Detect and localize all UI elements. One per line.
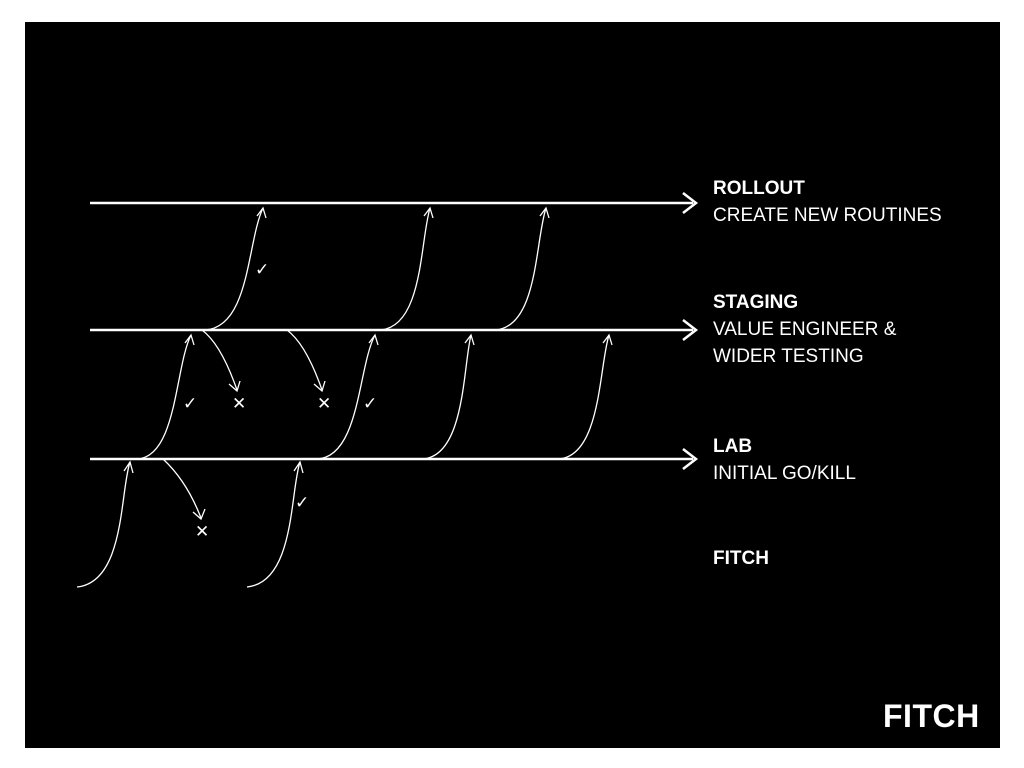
stage-rollout-label: ROLLOUT CREATE NEW ROUTINES — [713, 175, 942, 229]
stage-description: VALUE ENGINEER & WIDER TESTING — [713, 319, 897, 367]
lab-to-staging-3-arrowhead-icon — [464, 333, 475, 346]
kill-drop-staging-1 — [201, 329, 238, 391]
lab-arrowhead-icon — [682, 448, 699, 470]
lab-to-staging-1-arrowhead-icon — [184, 333, 195, 346]
lab-to-staging-3 — [421, 334, 472, 460]
lab-to-staging-2 — [316, 334, 376, 460]
stage-gate-diagram: ✓ ✓ ✓ ✓ ✕ ✕ ✕ — [76, 192, 699, 588]
entry-curve-2-arrowhead-icon — [293, 460, 304, 474]
staging-arrowhead-icon — [682, 319, 699, 341]
kill-drop-staging-1-arrowhead-icon — [228, 380, 241, 393]
entry-curve-2 — [246, 461, 301, 588]
staging-to-rollout-3-arrowhead-icon — [539, 206, 550, 219]
staging-to-rollout-1-arrowhead-icon — [256, 206, 267, 219]
cross-icon: ✕ — [317, 394, 331, 414]
kill-drop-lab-1-arrowhead-icon — [192, 508, 206, 521]
check-icon: ✓ — [183, 394, 197, 414]
entry-curve-1 — [76, 461, 131, 588]
cross-icon: ✕ — [195, 522, 209, 542]
lab-to-staging-2-arrowhead-icon — [368, 333, 379, 346]
kill-drop-staging-2 — [286, 329, 323, 391]
staging-to-rollout-2-arrowhead-icon — [423, 206, 434, 219]
slide: ✓ ✓ ✓ ✓ ✕ ✕ ✕ — [25, 22, 1000, 748]
check-icon: ✓ — [363, 394, 377, 414]
brand-logo-large: FITCH — [883, 698, 980, 734]
kill-drop-staging-2-arrowhead-icon — [313, 380, 326, 393]
lab-to-staging-4 — [557, 334, 610, 460]
check-icon: ✓ — [255, 260, 269, 280]
lab-to-staging-4-arrowhead-icon — [602, 333, 613, 346]
rollout-arrowhead-icon — [682, 192, 699, 214]
staging-to-rollout-3 — [494, 207, 547, 331]
kill-drop-lab-1 — [162, 458, 202, 519]
stage-title: ROLLOUT — [713, 178, 805, 199]
cross-icon: ✕ — [232, 394, 246, 414]
stage-staging-label: STAGING VALUE ENGINEER & WIDER TESTING — [713, 289, 896, 370]
stage-lab-label: LAB INITIAL GO/KILL — [713, 433, 856, 487]
stage-description: CREATE NEW ROUTINES — [713, 205, 942, 226]
brand-logo-small: FITCH — [713, 548, 769, 569]
check-icon: ✓ — [295, 493, 309, 513]
stage-title: LAB — [713, 436, 753, 457]
staging-to-rollout-1 — [204, 207, 264, 331]
entry-curve-1-arrowhead-icon — [123, 460, 134, 474]
lab-to-staging-1 — [136, 334, 192, 460]
staging-to-rollout-2 — [379, 207, 431, 331]
stage-title: STAGING — [713, 292, 799, 313]
stage-description: INITIAL GO/KILL — [713, 463, 856, 484]
